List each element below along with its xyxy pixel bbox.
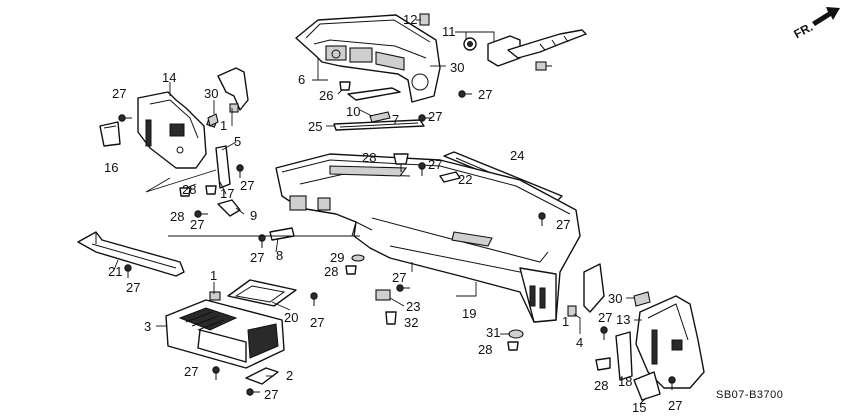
callouts: 12 11 30 6 27 26 10 7 27 25 24 14 27 30 … <box>104 12 682 415</box>
callout-27: 27 <box>250 250 264 265</box>
clip-part <box>633 291 651 307</box>
callout-16: 16 <box>104 160 118 175</box>
callout-13: 13 <box>616 312 630 327</box>
callout-27: 27 <box>126 280 140 295</box>
callout-1: 1 <box>210 268 217 283</box>
callout-24: 24 <box>510 148 524 163</box>
side-clip-part <box>99 121 121 147</box>
callout-28: 28 <box>182 182 196 197</box>
direction-indicator: FR. <box>791 7 840 41</box>
callout-20: 20 <box>284 310 298 325</box>
connector-part <box>217 199 241 217</box>
callout-32: 32 <box>404 315 418 330</box>
callout-30: 30 <box>204 86 218 101</box>
callout-28: 28 <box>324 264 338 279</box>
side-cover-right-part <box>635 295 705 389</box>
callout-30: 30 <box>450 60 464 75</box>
front-arrow-icon <box>812 7 840 26</box>
callout-15: 15 <box>632 400 646 415</box>
bracket-part <box>269 227 295 241</box>
clip-part <box>369 111 391 123</box>
clip-part <box>245 367 279 385</box>
callout-2: 2 <box>286 368 293 383</box>
callout-31: 31 <box>486 325 500 340</box>
callout-29: 29 <box>330 250 344 265</box>
callout-23: 23 <box>406 299 420 314</box>
callout-27: 27 <box>668 398 682 413</box>
callout-27: 27 <box>264 387 278 402</box>
cover-part <box>439 171 461 183</box>
callout-11: 11 <box>442 24 456 39</box>
side-vent-part <box>633 371 661 401</box>
callout-28: 28 <box>594 378 608 393</box>
callout-1: 1 <box>220 118 227 133</box>
callout-5: 5 <box>234 134 241 149</box>
callout-28: 28 <box>478 342 492 357</box>
callout-18: 18 <box>618 374 632 389</box>
callout-7: 7 <box>392 112 399 127</box>
callout-27: 27 <box>428 109 442 124</box>
bracket-part <box>583 263 605 313</box>
callout-27: 27 <box>428 157 442 172</box>
callout-4: 4 <box>576 335 583 350</box>
callout-27: 27 <box>184 364 198 379</box>
leader-lines <box>113 19 647 405</box>
switch-harness-part <box>463 29 587 71</box>
callout-27: 27 <box>392 270 406 285</box>
callout-17: 17 <box>220 186 234 201</box>
callout-22: 22 <box>458 172 472 187</box>
support-bar-part <box>77 231 185 277</box>
instrument-panel-part <box>275 153 581 323</box>
diagram-code: SB07-B3700 <box>716 389 783 401</box>
callout-27: 27 <box>478 87 492 102</box>
side-cover-left-part <box>137 91 207 169</box>
callout-27: 27 <box>598 310 612 325</box>
fasteners <box>118 81 676 396</box>
clip-part <box>419 13 430 26</box>
callout-14: 14 <box>162 70 176 85</box>
callout-28: 28 <box>170 209 184 224</box>
callout-27: 27 <box>240 178 254 193</box>
duct-frame-part <box>227 279 297 307</box>
callout-10: 10 <box>346 104 360 119</box>
callout-25: 25 <box>308 119 322 134</box>
callout-21: 21 <box>108 264 122 279</box>
direction-label: FR. <box>791 20 815 41</box>
center-vent-part <box>165 291 285 369</box>
bracket-part <box>215 145 231 189</box>
clip-part <box>375 289 391 301</box>
bracket-part <box>615 331 633 381</box>
callout-3: 3 <box>144 319 151 334</box>
lower-cover-part <box>347 87 401 101</box>
bracket-part <box>217 67 249 111</box>
callout-9: 9 <box>250 208 257 223</box>
callout-26: 26 <box>319 88 333 103</box>
callout-27: 27 <box>190 217 204 232</box>
callout-27: 27 <box>112 86 126 101</box>
callout-19: 19 <box>462 306 476 321</box>
callout-6: 6 <box>298 72 305 87</box>
callout-8: 8 <box>276 248 283 263</box>
meter-visor-part <box>295 14 441 103</box>
callout-30: 30 <box>608 291 622 306</box>
callout-1: 1 <box>562 314 569 329</box>
callout-27: 27 <box>556 217 570 232</box>
clip-part <box>508 329 524 339</box>
callout-12: 12 <box>403 12 417 27</box>
callout-28: 28 <box>362 150 376 165</box>
callout-27: 27 <box>310 315 324 330</box>
